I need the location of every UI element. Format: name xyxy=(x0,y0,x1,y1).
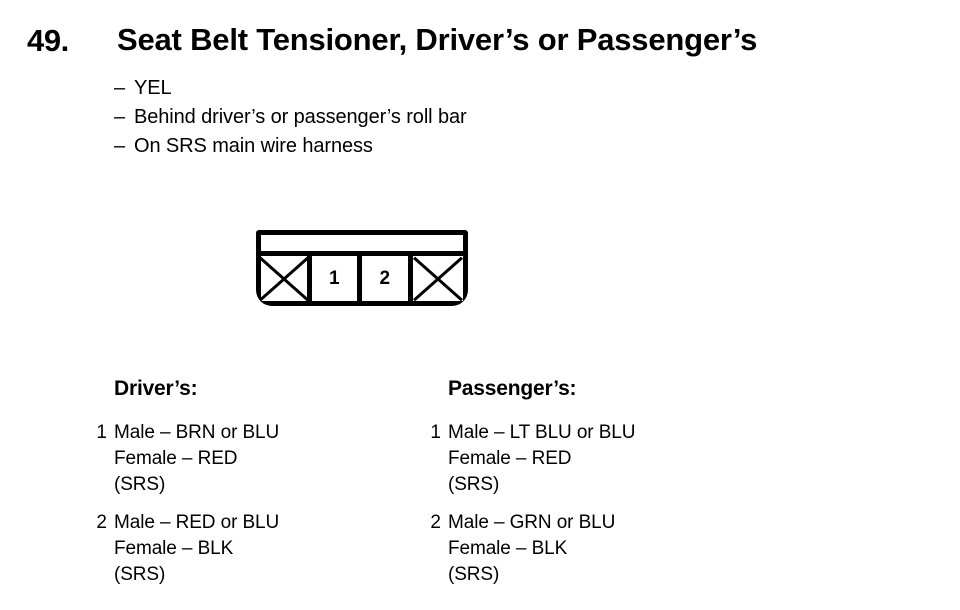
pin-number: 2 xyxy=(96,512,107,533)
dash-marker: – xyxy=(114,106,126,128)
pin-block-driver-2: 2 Male – RED or BLU Female – BLK (SRS) xyxy=(96,510,444,588)
pin-column-passenger-heading: Passenger’s: xyxy=(448,377,577,400)
pin-detail-line: Male – LT BLU or BLU xyxy=(448,422,636,443)
page-header: 49. Seat Belt Tensioner, Driver’s or Pas… xyxy=(0,0,960,72)
connector-cavity-row: 1 2 xyxy=(261,256,463,301)
pin-number: 1 xyxy=(96,422,107,443)
pin-detail-line: (SRS) xyxy=(448,474,500,495)
pin-column-driver: Driver’s: 1 Male – BRN or BLU Female – R… xyxy=(96,377,444,588)
dash-marker: – xyxy=(114,135,126,157)
spec-list-item: –Behind driver’s or passenger’s roll bar xyxy=(114,103,734,132)
connector-top-channel xyxy=(261,235,463,256)
page-title: Seat Belt Tensioner, Driver’s or Passeng… xyxy=(117,22,758,57)
spec-list-item-text: On SRS main wire harness xyxy=(134,135,373,157)
spec-list: –YEL –Behind driver’s or passenger’s rol… xyxy=(114,74,734,161)
spec-list-item: –On SRS main wire harness xyxy=(114,132,734,161)
pin-block-passenger-1: 1 Male – LT BLU or BLU Female – RED (SRS… xyxy=(430,420,788,498)
pin-detail-line: Female – RED xyxy=(448,448,572,469)
pin-detail-line: Female – BLK xyxy=(448,538,568,559)
spec-list-item: –YEL xyxy=(114,74,734,103)
pin-detail-line: (SRS) xyxy=(114,564,166,585)
pin-column-passenger: Passenger’s: 1 Male – LT BLU or BLU Fema… xyxy=(430,377,788,588)
connector-pinout-diagram: 1 2 xyxy=(256,230,468,306)
connector-cavity-2: 2 xyxy=(362,256,413,301)
pin-number: 2 xyxy=(430,512,441,533)
pin-block-driver-1: 1 Male – BRN or BLU Female – RED (SRS) xyxy=(96,420,444,498)
connector-cavity-2-label: 2 xyxy=(379,268,391,289)
pin-detail-line: (SRS) xyxy=(114,474,166,495)
connector-cavity-1-label: 1 xyxy=(328,268,340,289)
spec-list-item-text: Behind driver’s or passenger’s roll bar xyxy=(134,106,467,128)
pin-detail-line: Female – BLK xyxy=(114,538,234,559)
connector-cavity-1: 1 xyxy=(311,256,362,301)
pin-number: 1 xyxy=(430,422,441,443)
dash-marker: – xyxy=(114,77,126,99)
pin-detail-line: Male – GRN or BLU xyxy=(448,512,616,533)
connector-cavity-blank-left xyxy=(261,256,312,301)
pin-column-driver-heading: Driver’s: xyxy=(114,377,198,400)
pin-detail-line: Male – BRN or BLU xyxy=(114,422,280,443)
pin-block-passenger-2: 2 Male – GRN or BLU Female – BLK (SRS) xyxy=(430,510,788,588)
item-number: 49. xyxy=(27,23,69,58)
pin-detail-line: Female – RED xyxy=(114,448,238,469)
pin-detail-line: Male – RED or BLU xyxy=(114,512,280,533)
spec-list-item-text: YEL xyxy=(134,77,172,99)
pin-detail-line: (SRS) xyxy=(448,564,500,585)
connector-cavity-blank-right xyxy=(412,256,463,301)
